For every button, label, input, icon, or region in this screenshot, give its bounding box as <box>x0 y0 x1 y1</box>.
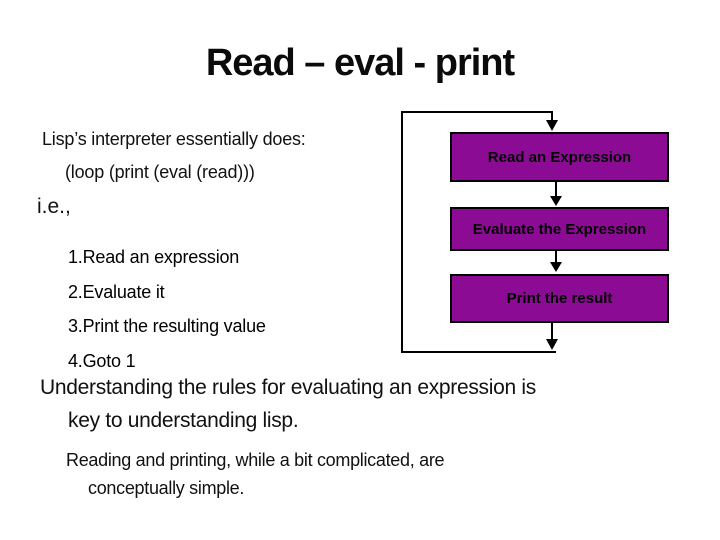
notes-reading-line2: conceptually simple. <box>88 478 245 498</box>
evaluate-to-print-arrowhead-icon <box>550 262 562 272</box>
read-to-evaluate-arrowhead-icon <box>550 196 562 206</box>
step-goto: 4.Goto 1 <box>68 350 136 371</box>
print-to-loop-arrowhead-icon <box>546 339 558 350</box>
step-read: 1.Read an expression <box>68 247 240 267</box>
flowchart-box-read: Read an Expression <box>450 132 669 182</box>
steps-list: 1.Read an expression 2.Evaluate it 3.Pri… <box>68 240 266 378</box>
body-line-lisp-interpreter: Lisp’s interpreter essentially does: <box>42 129 306 149</box>
step-evaluate: 2.Evaluate it <box>68 281 165 302</box>
slide-title: Read – eval - print <box>205 42 515 84</box>
loop-to-read-arrowhead-icon <box>546 120 558 131</box>
flowchart-box-evaluate: Evaluate the Expression <box>450 207 669 251</box>
notes-reading-line1: Reading and printing, while a bit compli… <box>66 450 445 470</box>
step-print: 3.Print the resulting value <box>68 316 266 336</box>
body-line-loop-code: (loop (print (eval (read))) <box>65 162 255 182</box>
body-line-ie: i.e., <box>37 195 71 218</box>
notes-understanding-line2: key to understanding lisp. <box>68 409 299 432</box>
flowchart-box-print: Print the result <box>450 274 669 323</box>
notes-understanding-line1: Understanding the rules for evaluating a… <box>40 376 536 399</box>
